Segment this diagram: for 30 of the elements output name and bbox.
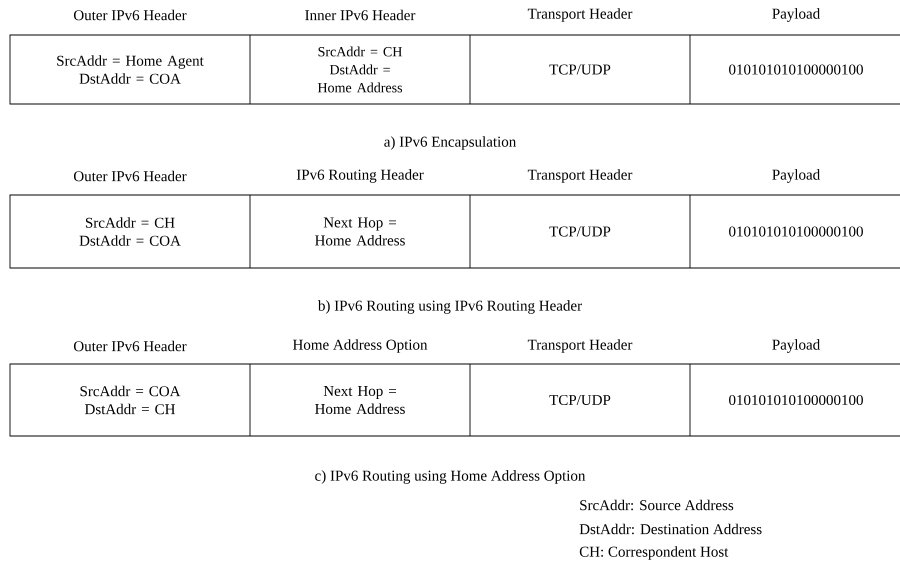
header-cell: SrcAddr = Home Agent DstAddr = COA <box>10 34 250 104</box>
caption: c) IPv6 Routing using Home Address Option <box>315 470 586 484</box>
column-heading: Transport Header <box>528 169 632 183</box>
header-cell: TCP/UDP <box>470 194 690 268</box>
header-cell: SrcAddr = CH DstAddr = Home Address <box>250 34 470 104</box>
column-heading: Transport Header <box>528 8 632 22</box>
header-cell: Next Hop = Home Address <box>250 194 470 268</box>
abbreviation-note: CH: Correspondent Host <box>580 546 728 560</box>
column-heading: Payload <box>772 169 820 183</box>
caption: b) IPv6 Routing using IPv6 Routing Header <box>318 300 582 314</box>
column-heading: Outer IPv6 Header <box>74 170 187 182</box>
column-heading: Outer IPv6 Header <box>74 340 187 352</box>
abbreviation-note: SrcAddr: Source Address <box>580 500 734 510</box>
header-cell: Next Hop = Home Address <box>250 364 470 436</box>
column-heading: Transport Header <box>528 339 632 353</box>
column-heading: Outer IPv6 Header <box>74 10 187 20</box>
header-cell: TCP/UDP <box>470 34 690 104</box>
header-cell: 010101010100000100 <box>690 364 900 436</box>
header-cell: SrcAddr = CH DstAddr = COA <box>10 194 250 268</box>
column-heading: Inner IPv6 Header <box>305 10 416 20</box>
caption: a) IPv6 Encapsulation <box>384 136 516 150</box>
abbreviation-note: DstAddr: Destination Address <box>580 524 762 534</box>
header-cell: SrcAddr = COA DstAddr = CH <box>10 364 250 436</box>
header-cell: 010101010100000100 <box>690 34 900 104</box>
column-heading: Home Address Option <box>292 339 428 353</box>
header-cell: TCP/UDP <box>470 364 690 436</box>
column-heading: Payload <box>772 8 820 22</box>
column-heading: IPv6 Routing Header <box>296 169 424 183</box>
column-heading: Payload <box>772 339 820 353</box>
header-cell: 010101010100000100 <box>690 194 900 268</box>
